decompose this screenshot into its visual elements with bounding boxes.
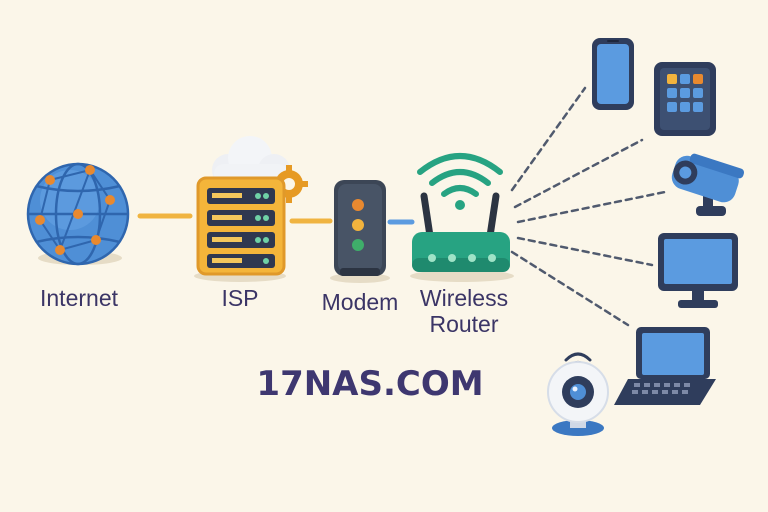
globe-icon <box>26 162 130 266</box>
router-laptop-link <box>510 250 630 327</box>
smart-camera-icon <box>547 352 609 436</box>
router-label-line1: Wireless <box>419 285 509 311</box>
laptop-icon <box>614 327 716 405</box>
router-label-line2: Router <box>429 311 499 337</box>
wireless-router-icon <box>410 153 514 282</box>
router-tablet-link <box>513 138 644 209</box>
router-camera-link <box>516 190 667 224</box>
smartphone-icon <box>592 38 634 110</box>
brand-watermark: 17NAS.COM <box>256 364 484 404</box>
connectors <box>137 86 667 327</box>
monitor-icon <box>658 233 738 308</box>
modem-label: Modem <box>321 289 399 315</box>
tablet-icon <box>654 62 716 136</box>
internet-label: Internet <box>40 285 118 311</box>
modem-icon <box>330 180 390 283</box>
server-cloud-icon <box>194 136 308 282</box>
wifi-signal-icon <box>417 153 503 197</box>
router-smartphone-link <box>510 86 587 192</box>
security-camera-icon <box>671 153 745 216</box>
router-monitor-link <box>516 236 654 267</box>
isp-label: ISP <box>221 285 259 311</box>
